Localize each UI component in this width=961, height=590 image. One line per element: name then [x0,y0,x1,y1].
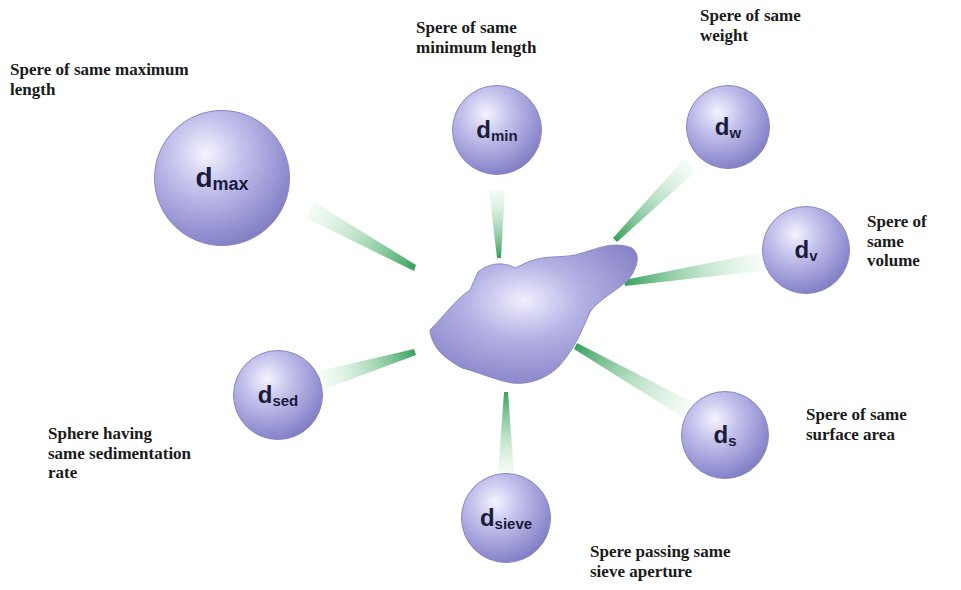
sphere-label: Spere of same weight [700,6,830,45]
sphere-circle [155,111,290,246]
sphere-symbol: dmax [154,110,290,246]
beam [613,159,696,242]
beam [319,349,416,389]
sphere-symbol: dsieve [461,473,551,563]
particle [430,245,637,383]
sphere-node: dsedSphere having same sedimentation rat… [233,350,323,440]
sphere-node: dminSpere of same minimum length [452,85,542,175]
sphere-node: dmaxSpere of same maximum length [154,110,290,246]
beam [574,343,692,418]
sphere-circle [234,351,323,440]
symbol-letter: d [713,421,728,449]
sphere-symbol: dw [686,85,770,169]
symbol-subscript: min [491,127,518,144]
symbol-subscript: s [728,432,736,449]
symbol-letter: d [476,116,491,144]
sphere-label: Spere of same volume [867,212,952,271]
beam [624,253,761,286]
beam [489,190,505,258]
sphere-circle [687,86,770,169]
sphere-label: Sphere having same sedimentation rate [48,424,192,483]
sphere-circle [462,474,551,563]
symbol-subscript: w [730,124,742,141]
sphere-label: Spere of same minimum length [416,18,556,57]
symbol-letter: d [715,113,730,141]
sphere-node: dsSpere of same surface area [681,391,769,479]
symbol-letter: d [480,504,495,532]
sphere-node: dvSpere of same volume [762,206,850,294]
symbol-letter: d [794,236,809,264]
symbol-subscript: v [809,247,817,264]
sphere-node: dsieveSpere passing same sieve aperture [461,473,551,563]
sphere-circle [453,86,542,175]
symbol-subscript: sieve [495,515,533,532]
sphere-symbol: dmin [452,85,542,175]
sphere-circle [763,207,850,294]
sphere-label: Spere of same surface area [806,405,946,444]
sphere-symbol: dv [762,206,850,294]
symbol-letter: d [195,162,212,194]
sphere-label: Spere of same maximum length [10,60,215,99]
symbol-letter: d [258,381,273,409]
sphere-node: dwSpere of same weight [686,85,770,169]
symbol-subscript: max [213,174,249,195]
beam [498,392,514,474]
beam [306,202,416,271]
sphere-symbol: dsed [233,350,323,440]
sphere-label: Spere passing same sieve aperture [590,542,750,581]
sphere-symbol: ds [681,391,769,479]
sphere-circle [682,392,769,479]
symbol-subscript: sed [272,392,298,409]
